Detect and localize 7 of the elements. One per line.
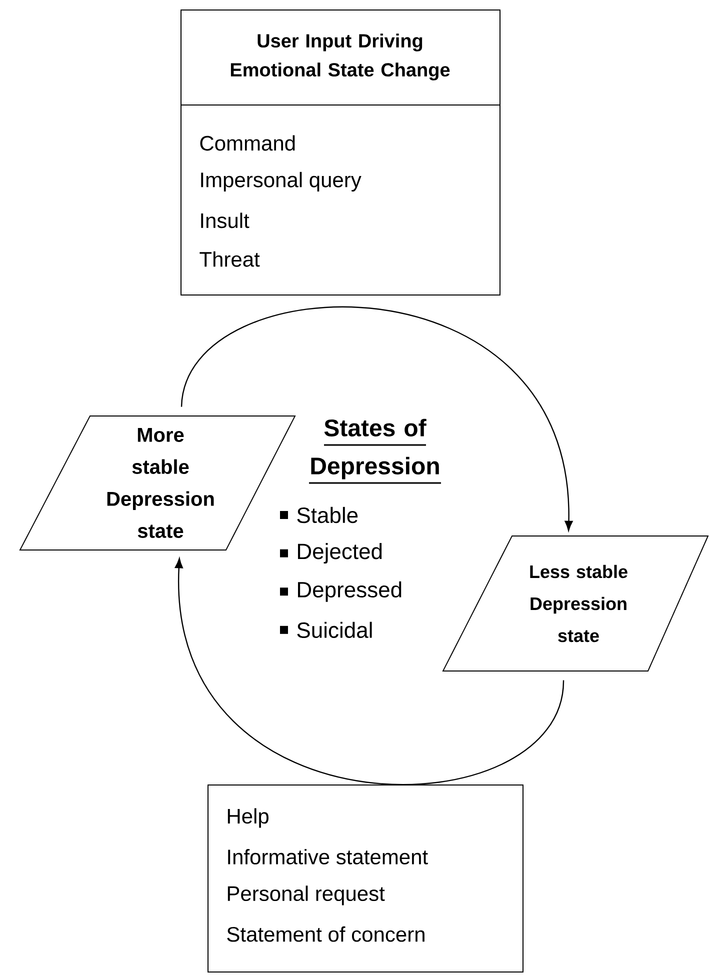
bullet-item: Depressed (280, 581, 402, 602)
bullet-item: Suicidal (280, 622, 372, 638)
curved-arrow (180, 306, 573, 531)
text-box: Help Informative statement Personal request Statement of concern (208, 784, 524, 972)
text-box: User Input Driving Emotional State Change Command Impersonal query Insult Threat (180, 10, 500, 296)
curved-arrow (174, 558, 564, 785)
heading: States of Depression (309, 418, 441, 484)
